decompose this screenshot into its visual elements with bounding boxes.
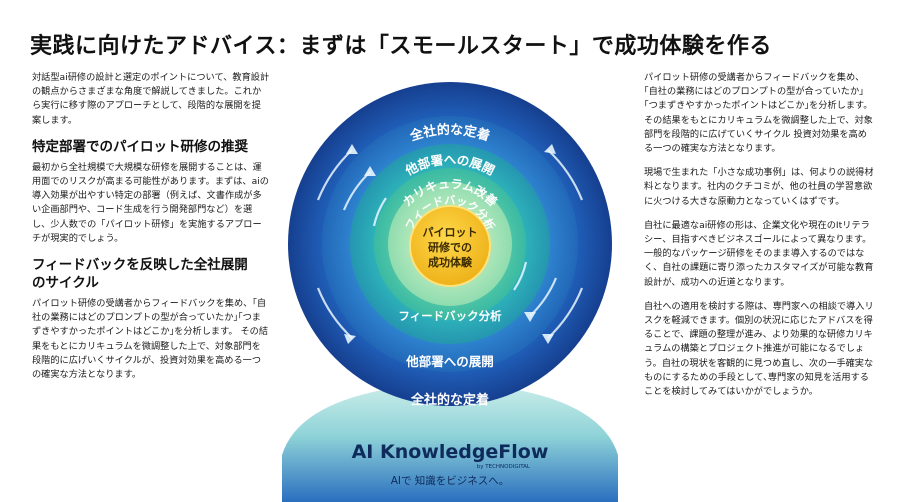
section-body-pilot: 最初から全社規模で大規模な研修を展開することは、運用面でのリスクが高まる可能性が…: [32, 161, 269, 244]
label-company-wide-top: 全社的な定着: [407, 122, 492, 145]
arrowhead-icon: [544, 144, 556, 154]
section-heading-cycle: フィードバックを反映した全社展開のサイクル: [32, 257, 248, 292]
center-label-line-3: 成功体験: [428, 255, 473, 269]
label-company-wide-bottom: 全社的な定着: [410, 392, 489, 408]
section-body-cycle: パイロット研修の受講者からフィードバックを集め、｢自社の業務にはどのプロンプトの…: [32, 298, 269, 381]
arrowhead-icon: [364, 166, 376, 176]
intro-paragraph: 対話型ai研修の設計と選定のポイントについて、教育設計の観点からさまざまな角度で…: [32, 72, 270, 126]
right-paragraph-4: 自社への適用を検討する際は、専門家への相談で導入リスクを軽減できます。個別の状況…: [644, 300, 874, 398]
right-paragraph-3: 自社に最適なai研修の形は、企業文化や現在のItリテラシー、目指すべきビジネスゴ…: [644, 219, 874, 288]
arrowhead-icon: [346, 144, 358, 154]
label-feedback-bottom: フィードバック分析: [398, 309, 502, 323]
diagram-svg: 全社的な定着 他部署への展開 カリキュラム改善 フィードバック分析 フィードバッ…: [282, 82, 618, 502]
label-other-departments-bottom: 他部署への展開: [405, 354, 494, 369]
arrow-heads: [344, 144, 556, 344]
section-heading-pilot: 特定部署でのパイロット研修の推奨: [32, 138, 248, 155]
right-column: パイロット研修の受講者からフィードバックを集め、｢自社の業務にはどのプロンプトの…: [644, 71, 876, 399]
center-label-line-2: 研修での: [428, 240, 472, 254]
concentric-cycle-diagram: 全社的な定着 他部署への展開 カリキュラム改善 フィードバック分析 フィードバッ…: [282, 60, 618, 502]
page-title: 実践に向けたアドバイス：まずは「スモールスタート」で成功体験を作る: [30, 34, 772, 59]
arrowhead-icon: [344, 334, 356, 344]
brand-tagline: AIで 知識をビジネスへ。: [391, 474, 510, 487]
bottom-gradient-shape: [282, 382, 618, 502]
arrowhead-icon: [542, 334, 554, 344]
right-paragraph-1: パイロット研修の受講者からフィードバックを集め、｢自社の業務にはどのプロンプトの…: [644, 72, 873, 155]
arrow-icon: [372, 197, 387, 227]
center-core: [409, 205, 491, 287]
center-label-line-1: パイロット: [423, 226, 478, 239]
brand-subtext: by TECHNODIGITAL: [477, 464, 531, 470]
right-paragraph-2: 現場で生まれた「小さな成功事例」は、何よりの説得材料となります。社内のクチコミが…: [644, 167, 874, 207]
svg-text:全社的な定着: 全社的な定着: [407, 122, 492, 145]
arrowhead-icon: [524, 312, 536, 322]
left-column: 対話型ai研修の設計と選定のポイントについて、教育設計の観点からさまざまな角度で…: [32, 71, 270, 382]
brand-logo-text: AI KnowledgeFlow: [352, 441, 549, 463]
arrow-icon: [513, 261, 528, 291]
